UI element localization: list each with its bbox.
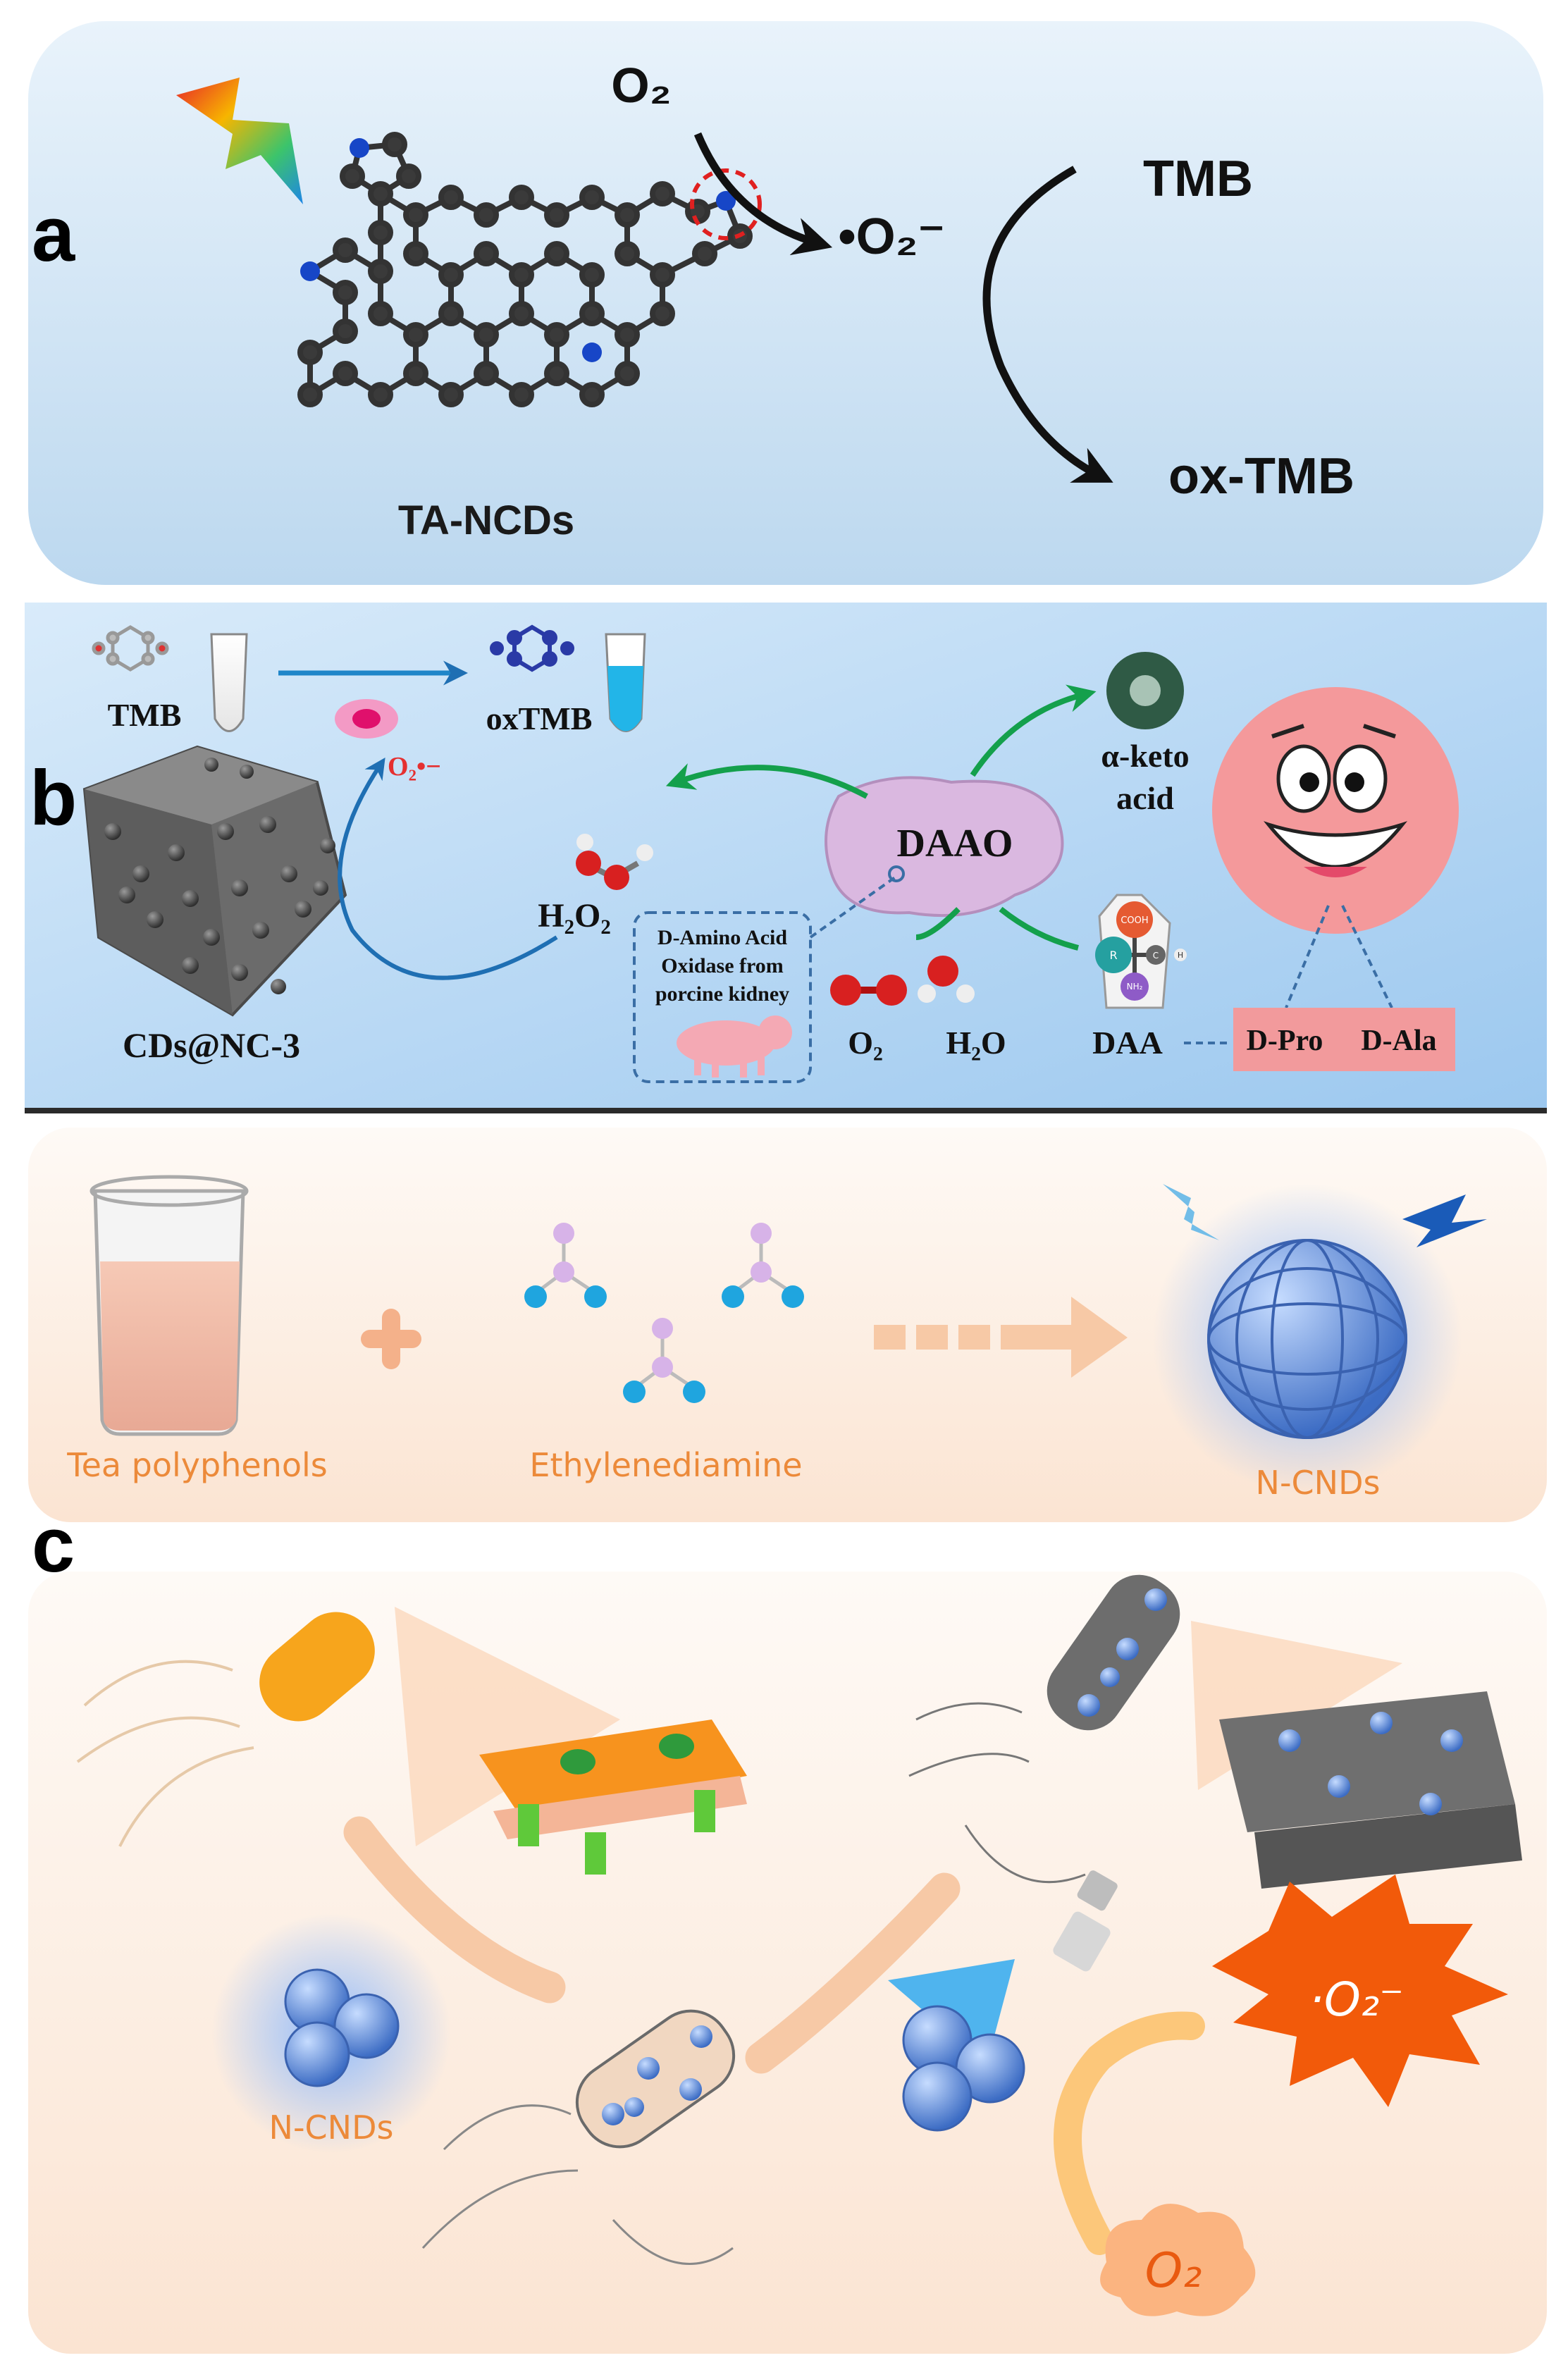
o2-molecule-icon	[830, 975, 907, 1006]
gray-bacterium	[908, 1574, 1180, 1884]
panel-label-b: b	[30, 755, 77, 841]
d-amino-box	[1233, 1008, 1455, 1071]
tmb-molecule-icon	[92, 625, 169, 672]
daao-label: DAAO	[897, 822, 1013, 865]
ncnds-label-bottom: N-CNDs	[269, 2109, 394, 2147]
o2-label-c: O₂	[1145, 2243, 1202, 2299]
ethylenediamine-label: Ethylenediamine	[529, 1446, 802, 1484]
oxidase-line2: Oxidase from	[661, 954, 784, 977]
arrow-o2-h2o-link	[915, 907, 961, 940]
gray-membrane	[1219, 1691, 1522, 1889]
face-link-right	[1341, 905, 1393, 1008]
tmb-label-b: TMB	[108, 697, 182, 733]
daa-molecule-icon	[1095, 894, 1187, 1009]
oxidase-source-box	[633, 911, 812, 1083]
cds-nc3-particle	[82, 745, 347, 1017]
keto-line1: α-keto	[1101, 738, 1189, 774]
ta-ncds-label: TA-NCDs	[398, 498, 574, 543]
ncnds-sphere-top	[1209, 1240, 1406, 1438]
arrow-o2-to-superoxide	[693, 132, 833, 256]
daa-c: C	[1153, 951, 1159, 961]
ta-ncds-molecule	[297, 132, 753, 407]
o2-label-b: O₂	[848, 1025, 883, 1061]
oxidase-link-dot	[888, 865, 905, 882]
panel-a-background	[28, 21, 1543, 585]
lightning-icon	[176, 78, 303, 204]
oxtmb-label-b: oxTMB	[486, 700, 593, 736]
nitrogen-atoms	[300, 138, 736, 362]
peach-arrow-3	[745, 1872, 961, 2074]
lamp-icon	[1053, 1870, 1118, 1972]
keto-line2: acid	[1116, 780, 1174, 816]
plus-icon	[361, 1309, 421, 1369]
arrow-daa-link	[999, 906, 1079, 951]
o2-radical-label: O₂•−	[388, 752, 441, 782]
tmb-label: TMB	[1143, 151, 1253, 207]
superoxide-label: •O₂⁻	[838, 209, 944, 265]
h2o-molecule-icon	[918, 956, 975, 1003]
panel-b: b TMB oxTMB O₂•−	[25, 603, 1547, 1113]
d-pro-label: D-Pro	[1247, 1025, 1323, 1057]
arrow-h2o2-to-radical	[338, 758, 558, 980]
panel-c: c Tea polyphenols	[28, 1128, 1547, 2354]
o2-to-superoxide-arrow	[1054, 2011, 1205, 2255]
h2o2-molecule-icon	[576, 834, 653, 890]
daa-h: H	[1178, 951, 1183, 960]
face-circle	[1212, 687, 1459, 934]
panel-b-divider	[25, 1108, 1547, 1113]
cds-label: CDs@NC-3	[123, 1025, 300, 1065]
arrow-daao-to-h2o2	[665, 763, 868, 799]
oxidase-line1: D-Amino Acid	[658, 926, 787, 949]
keto-acid-protein-core	[1130, 675, 1161, 706]
panel-a: a TA-NCDs O₂	[28, 21, 1543, 585]
panel-label-a: a	[32, 191, 75, 278]
superoxide-burst	[1212, 1875, 1508, 2107]
ncnds-cluster-right	[902, 2005, 1025, 2132]
ncnds-label-top: N-CNDs	[1256, 1464, 1381, 1502]
face-icon	[1263, 724, 1408, 877]
tea-polyphenols-label: Tea polyphenols	[66, 1446, 327, 1484]
beaker-icon	[89, 1175, 249, 1436]
o2-cloud	[1100, 2204, 1256, 2316]
panel-c-bottom-background	[28, 1572, 1547, 2354]
h2o-label: H₂O	[946, 1025, 1006, 1061]
ncnds-sphere-texture	[1207, 1239, 1407, 1439]
bolt-small-left	[1163, 1184, 1219, 1240]
ncnds-cluster-left	[284, 1968, 400, 2087]
orange-membrane	[479, 1720, 747, 1875]
face-link-left	[1285, 905, 1330, 1008]
highlight-ring	[690, 168, 762, 240]
arrow-tmb-to-oxtmb	[982, 166, 1113, 483]
oxtmb-molecule-icon	[490, 624, 574, 672]
oxtmb-label: ox-TMB	[1168, 448, 1354, 505]
tube-blue-liquid	[607, 666, 643, 731]
oxidase-line3: porcine kidney	[655, 982, 789, 1006]
arrow-daao-to-keto	[970, 684, 1097, 777]
o2-radical-dot	[352, 709, 381, 729]
daao-enzyme	[825, 776, 1064, 918]
daa-label: DAA	[1092, 1025, 1163, 1061]
yellow-bacterium	[76, 1612, 375, 1847]
peach-arrow-2	[343, 1816, 566, 2004]
damaged-bacterium	[421, 2009, 736, 2265]
tube-colorless	[210, 633, 248, 732]
d-ala-label: D-Ala	[1361, 1025, 1436, 1057]
o2-label: O₂	[611, 58, 672, 113]
daa-r: R	[1109, 949, 1117, 962]
daa-cooh: COOH	[1121, 915, 1148, 926]
panel-label-c: c	[32, 1502, 75, 1588]
superoxide-label-c: ·O₂⁻	[1309, 1972, 1404, 2027]
ethylenediamine-molecules	[524, 1223, 804, 1403]
oxidase-link-line	[809, 876, 896, 939]
synthesis-arrow	[874, 1297, 1128, 1378]
daa-nh2: NH₂	[1127, 982, 1143, 992]
h2o2-label: H₂O₂	[538, 897, 610, 934]
bolt-small-right	[1402, 1194, 1487, 1247]
pig-icon	[677, 1015, 792, 1078]
peach-arrow-1	[395, 1607, 620, 1846]
panel-c-top-background	[28, 1128, 1547, 1522]
